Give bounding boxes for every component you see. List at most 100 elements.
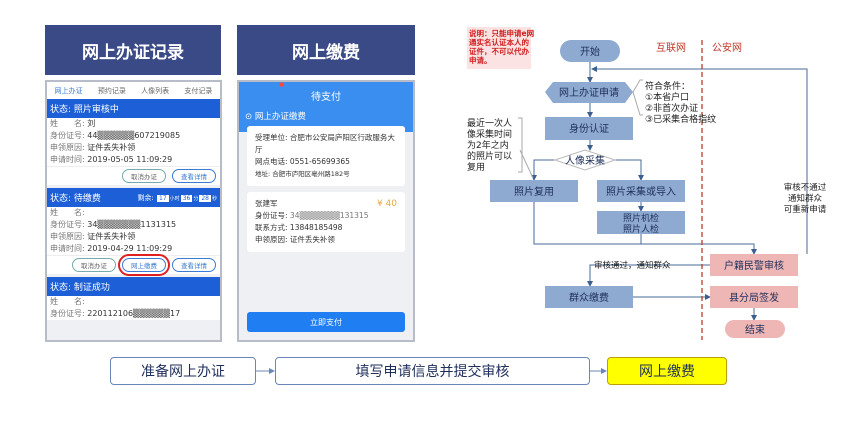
reason-label: 申领原因: (50, 143, 85, 152)
name-label: 姓 名: (50, 208, 85, 217)
svg-text:③已采集合格指纹: ③已采集合格指纹 (645, 113, 716, 125)
online-pay-button[interactable]: 网上缴费 (118, 254, 170, 276)
id-label: 身份证号: (50, 220, 85, 229)
record-card: 状态: 照片审核中 姓 名: 刘 身份证号: 44▒▒▒▒▒▒607219085… (47, 99, 220, 185)
office-card: 受理单位: 合肥市公安局庐阳区行政服务大厅 网点电话: 0551-6569936… (247, 126, 405, 186)
svg-text:县分局签发: 县分局签发 (729, 291, 779, 304)
svg-text:符合条件：: 符合条件： (645, 80, 690, 92)
svg-text:审核不通过: 审核不通过 (784, 182, 827, 193)
svg-text:通知群众: 通知群众 (788, 193, 823, 204)
status: 状态: 照片审核中 (50, 105, 119, 115)
office-label: 受理单位: (255, 133, 288, 142)
seconds-unit: 秒 (211, 195, 217, 202)
tab-appointments[interactable]: 预约记录 (97, 86, 126, 95)
tab-payments[interactable]: 支付记录 (184, 86, 213, 95)
issue-node (710, 286, 798, 308)
svg-text:复用: 复用 (467, 161, 485, 173)
tab-portraits[interactable]: 人像列表 (141, 86, 170, 95)
office: 合肥市公安局庐阳区行政服务大厅 (255, 133, 395, 154)
payment-panel-title: 网上缴费 (237, 25, 415, 75)
details-button[interactable]: 查看详情 (172, 258, 216, 272)
svg-text:人像采集: 人像采集 (565, 154, 605, 167)
nodes-internet (490, 40, 685, 308)
capture-node (553, 149, 617, 171)
svg-text:开始: 开始 (580, 45, 600, 58)
id-number: 34▒▒▒▒▒▒▒1131315 (87, 220, 177, 229)
svg-text:户籍民警审核: 户籍民警审核 (724, 259, 784, 272)
svg-text:可重新申请: 可重新申请 (784, 204, 827, 215)
svg-text:说明：只能申请e网: 说明：只能申请e网 (469, 28, 535, 38)
cancel-button[interactable]: 取消办证 (122, 169, 166, 183)
time-label: 申请时间: (50, 244, 85, 253)
id-number: 34▒▒▒▒▒▒▒131315 (289, 211, 369, 220)
svg-text:申请。: 申请。 (469, 55, 492, 65)
amount: ¥ 40 (376, 199, 397, 209)
pass-note: 审核通过，通知群众 (594, 260, 671, 271)
record-card: 状态: 制证成功 姓 名: 身份证号: 220112106▒▒▒▒▒▒17 (47, 277, 220, 320)
remain-label: 剩余: (137, 193, 154, 202)
applicant-card: 张建军¥ 40 身份证号: 34▒▒▒▒▒▒▒131315 联系方式: 1384… (247, 192, 405, 252)
svg-text:①本省户口: ①本省户口 (645, 91, 689, 103)
svg-text:照片机检: 照片机检 (623, 212, 659, 224)
svg-text:网上办证申请: 网上办证申请 (559, 86, 619, 99)
id-number: 220112106▒▒▒▒▒▒17 (87, 309, 181, 318)
hours-unit: 小时 (169, 195, 180, 202)
phone: 0551-65699365 (289, 157, 350, 166)
header-title: 待支付 (311, 92, 341, 103)
svg-text:为2年之内: 为2年之内 (467, 139, 509, 151)
pay-node (545, 286, 633, 308)
svg-text:照片人检: 照片人检 (623, 223, 659, 235)
contact: 13848185498 (289, 223, 343, 232)
svg-text:结束: 结束 (745, 323, 765, 336)
end-node (725, 320, 785, 338)
node-labels: 开始 网上办证申请 身份认证 人像采集 照片复用 照片采集或导入 照片机检 照片… (514, 45, 784, 336)
section-label: 网上办证缴费 (254, 112, 306, 122)
svg-text:的照片可以: 的照片可以 (467, 150, 512, 162)
id-label: 身份证号: (50, 131, 85, 140)
auth-node (545, 117, 633, 140)
reason: 证件丢失补领 (87, 232, 136, 241)
section-title: ⊙ 网上办证缴费 (245, 112, 306, 122)
phone-label: 网点电话: (255, 157, 288, 166)
note-box (467, 27, 531, 69)
zone-internet: 互联网 (656, 42, 686, 54)
details-button[interactable]: 查看详情 (172, 169, 216, 183)
tab-online[interactable]: 网上办证 (54, 86, 83, 95)
applicant-name: 张建军 (255, 199, 278, 208)
seconds: 28 (199, 194, 211, 202)
reuse-node (490, 180, 578, 202)
svg-text:群众缴费: 群众缴费 (569, 291, 609, 304)
records-tabs: 网上办证 预约记录 人像列表 支付记录 (47, 82, 220, 99)
zone-police: 公安网 (712, 41, 742, 54)
check-node (597, 211, 685, 234)
reason-label: 申领原因: (50, 232, 85, 241)
payment-screen: ■ 待支付 ⊙ 网上办证缴费 受理单位: 合肥市公安局庐阳区行政服务大厅 网点电… (237, 80, 415, 342)
records-panel-title: 网上办证记录 (45, 25, 221, 75)
address-label: 地址: (255, 170, 271, 178)
app-header: ■ 待支付 ⊙ 网上办证缴费 (239, 82, 413, 132)
review-node (710, 254, 798, 276)
apply-node (545, 82, 633, 103)
name: 刘 (87, 119, 96, 128)
contact-label: 联系方式: (255, 223, 288, 232)
status: 状态: 待缴费 (50, 194, 101, 204)
name-label: 姓 名: (50, 119, 85, 128)
process-step-prepare: 准备网上办证 (110, 357, 256, 385)
nodes-police (710, 254, 798, 338)
cancel-button[interactable]: 取消办证 (72, 258, 116, 272)
svg-text:身份认证: 身份认证 (569, 122, 609, 135)
minutes: 36 (180, 194, 193, 202)
address: 合肥市庐阳区亳州路182号 (272, 170, 350, 178)
name-label: 姓 名: (50, 297, 85, 306)
pay-now-button[interactable]: 立即支付 (247, 312, 405, 332)
id-label: 身份证号: (50, 309, 85, 318)
reason: 证件丢失补领 (87, 143, 136, 152)
svg-text:②非首次办证: ②非首次办证 (645, 102, 698, 114)
